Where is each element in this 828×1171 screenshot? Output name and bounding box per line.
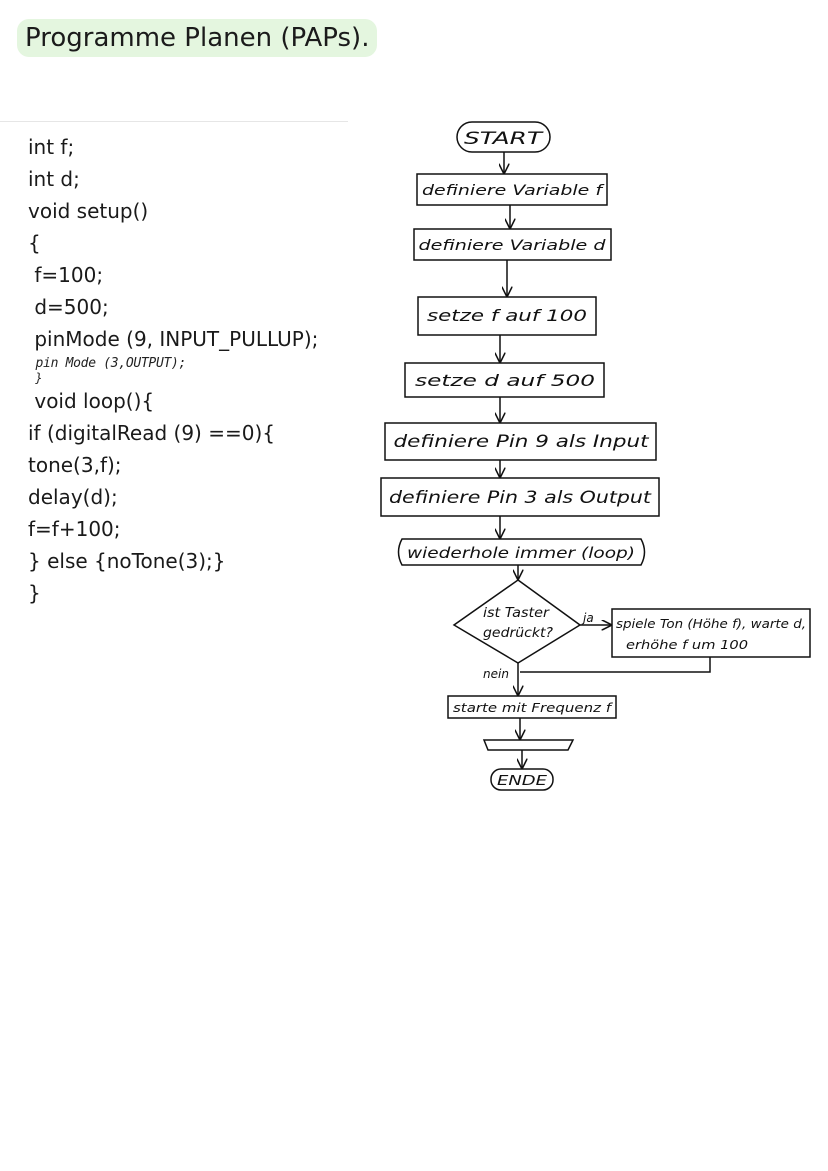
start-label: START (464, 129, 544, 149)
code-line: f=f+100; (28, 517, 121, 541)
end-label: ENDE (497, 774, 548, 789)
code-line-handwritten: } (28, 371, 43, 385)
no-label: nein (483, 667, 509, 681)
step-label: setze f auf 100 (427, 306, 587, 325)
page-title: Programme Planen (PAPs). (17, 19, 378, 57)
code-line: { (28, 231, 41, 255)
code-line-handwritten: pin Mode (3,OUTPUT); (28, 356, 187, 371)
yes-label: ja (581, 611, 594, 625)
decision-diamond (452, 579, 582, 664)
step-label: definiere Pin 9 als Input (394, 432, 651, 452)
step-label: definiere Variable f (422, 183, 605, 199)
process-box-pin9 (384, 422, 657, 461)
step-label: starte mit Frequenz f (453, 701, 613, 715)
step-label: definiere Pin 3 als Output (389, 488, 653, 508)
code-line: int d; (28, 167, 80, 191)
code-line: void loop(){ (28, 389, 155, 413)
code-line: tone(3,f); (28, 453, 122, 477)
code-line: int f; (28, 135, 75, 159)
code-line: f=100; (28, 263, 104, 287)
action-label: spiele Ton (Höhe f), warte d, (616, 617, 806, 631)
step-label: definiere Variable d (419, 238, 606, 254)
code-line: delay(d); (28, 485, 118, 509)
process-box-pin3 (380, 477, 660, 517)
process-box-start-frequency (447, 695, 617, 719)
decision-label: gedrückt? (483, 626, 553, 641)
divider (0, 121, 348, 122)
loop-end-shape (482, 739, 575, 751)
process-box-define-f (416, 173, 608, 206)
flow-return-line (520, 657, 711, 673)
loop-label: wiederhole immer (loop) (407, 544, 635, 562)
decision-label: ist Taster (483, 606, 551, 621)
code-line: if (digitalRead (9) ==0){ (28, 421, 275, 445)
code-line: d=500; (28, 295, 109, 319)
code-line: pinMode (9, INPUT_PULLUP); (28, 327, 319, 351)
action-box-play-tone (611, 608, 811, 658)
code-line: } else {noTone(3);} (28, 549, 226, 573)
step-label: setze d auf 500 (415, 371, 595, 390)
code-line: } (28, 581, 41, 605)
code-listing: int f; int d; void setup() { f=100; d=50… (28, 131, 318, 609)
action-label: erhöhe f um 100 (626, 638, 748, 652)
code-line: void setup() (28, 199, 149, 223)
loop-box (397, 538, 646, 566)
